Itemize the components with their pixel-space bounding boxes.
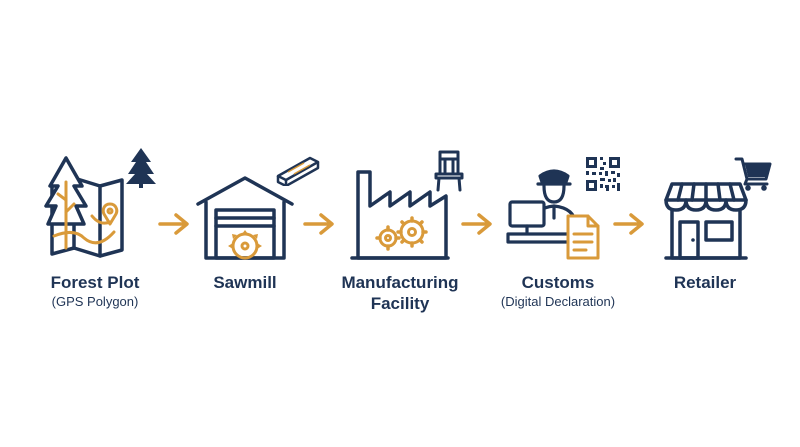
step-sublabel-customs: (Digital Declaration) — [500, 294, 616, 309]
forest-map-icon — [44, 156, 124, 258]
customs-officer-icon — [506, 169, 600, 260]
step-label-forest-plot: Forest Plot — [50, 273, 140, 292]
shopping-cart-icon — [734, 157, 772, 191]
arrow-right-icon — [613, 213, 644, 235]
sawmill-icon — [196, 176, 294, 260]
arrow-right-icon — [461, 213, 492, 235]
arrow-right-icon — [158, 213, 189, 235]
chair-icon — [434, 150, 464, 192]
qr-code-icon — [586, 157, 620, 191]
pine-tree-icon — [126, 148, 156, 188]
step-sublabel-forest-plot: (GPS Polygon) — [51, 294, 139, 309]
step-label-retailer: Retailer — [673, 273, 737, 292]
factory-icon — [350, 170, 450, 260]
arrow-right-icon — [303, 213, 334, 235]
step-label-customs: Customs — [521, 273, 595, 292]
step-label-sawmill: Sawmill — [213, 273, 277, 292]
step-label-facility: Facility — [370, 294, 430, 313]
lumber-plank-icon — [276, 156, 320, 186]
step-label-manufacturing: Manufacturing — [341, 273, 459, 292]
storefront-icon — [664, 182, 748, 260]
